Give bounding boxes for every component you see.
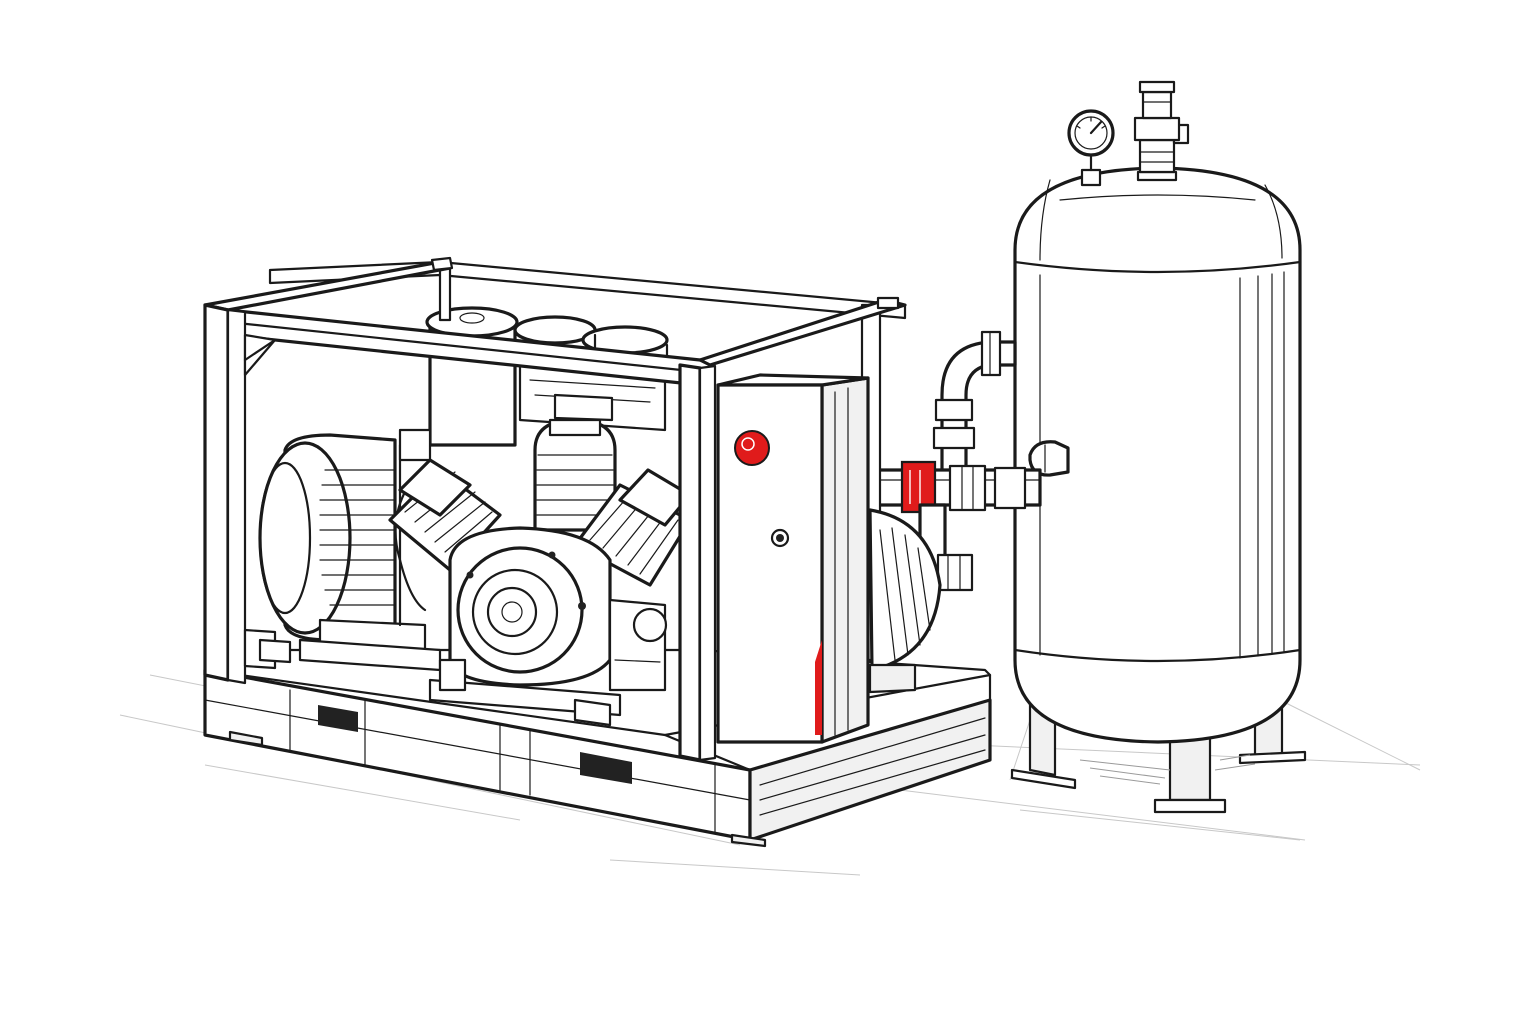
electric-motor [258,428,442,672]
crankcase [428,526,668,727]
fork-slot-left [318,705,358,732]
rear-head [868,508,942,694]
air-receiver-tank [1010,80,1307,814]
safety-valve [1133,80,1190,182]
fork-slot-right [580,752,632,784]
control-cabinet [716,373,870,744]
cabinet-edge-stripe [815,640,822,735]
